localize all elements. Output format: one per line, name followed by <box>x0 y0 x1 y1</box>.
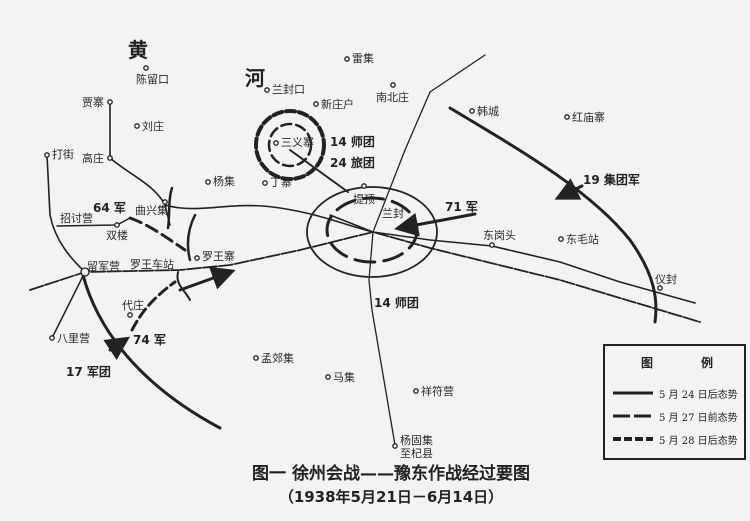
army74-arrow <box>178 266 236 292</box>
railway-line <box>29 231 701 323</box>
legend-title-left: 图 <box>641 356 654 370</box>
place-sanyizhai: 三义寨 <box>281 136 314 149</box>
place-yifeng: 仪封 <box>655 273 677 286</box>
place-xinzhuanghu: 新庄户 <box>321 98 354 111</box>
legend-label: 5 月 24 日后态势 <box>659 389 738 401</box>
place-qixian: 至杞县 <box>400 447 433 460</box>
legend-item-short-dash: 5 月 28 日后态势 <box>613 432 738 447</box>
road-dajie <box>46 154 86 273</box>
place-gaozhuang: 高庄 <box>82 152 104 165</box>
solid-line-swatch <box>613 391 653 395</box>
road-east <box>372 231 696 304</box>
sanyizhai-outer-ring <box>254 109 326 181</box>
place-donggangtou: 东岗头 <box>483 229 516 242</box>
place-hancheng: 韩城 <box>477 105 499 118</box>
place-baliying: 八里营 <box>57 332 90 345</box>
legend-item-solid: 5 月 24 日后态势 <box>613 386 738 401</box>
place-nanbeizhuang: 南北庄 <box>376 91 409 104</box>
lanfeng-ring <box>306 186 438 278</box>
corps17-front <box>81 273 222 430</box>
unit-group19: 19 集团军 <box>583 173 640 187</box>
unit-div14-south: 14 师团 <box>374 296 419 310</box>
place-luowangzhai: 罗王寨 <box>202 250 235 263</box>
place-mengjiaoji: 孟郊集 <box>261 352 294 365</box>
place-dajie: 打街 <box>52 148 74 161</box>
map-title: 图一 徐州会战——豫东作战经过要图 <box>252 464 530 484</box>
place-lanfeng: 兰封 <box>382 207 404 220</box>
unit-army74: 74 军 <box>133 333 166 347</box>
long-dash-swatch <box>613 414 653 418</box>
legend-title-right: 例 <box>701 356 714 370</box>
place-leiji: 雷集 <box>352 52 374 65</box>
place-maji: 马集 <box>333 371 355 384</box>
place-jiazhai: 贾寨 <box>82 96 104 109</box>
place-tiding: 提顶 <box>353 193 375 206</box>
unit-div14-north: 14 师团 <box>330 135 375 149</box>
short-dash-swatch <box>613 437 653 441</box>
place-chenliukou: 陈留口 <box>136 73 169 86</box>
unit-corps17: 17 军团 <box>66 365 111 379</box>
map-subtitle: （1938年5月21日－6月14日） <box>278 488 504 506</box>
legend-label: 5 月 27 日前态势 <box>659 412 738 424</box>
legend-label: 5 月 28 日后态势 <box>659 435 738 447</box>
army64-advance <box>128 216 187 252</box>
river-label-huang: 黄 <box>128 38 148 62</box>
river-label-he: 河 <box>245 66 265 90</box>
place-hongmiaozhai: 红庙寨 <box>572 111 605 124</box>
unit-brig24: 24 旅团 <box>330 156 375 170</box>
place-dingzhai: 丁寨 <box>270 176 292 189</box>
quxingji-hook <box>166 186 174 230</box>
luowang-station-hook <box>176 271 191 301</box>
sanyizhai-arrow <box>289 149 349 193</box>
luowang-hook <box>186 213 197 262</box>
road-west <box>164 204 374 233</box>
road-north-west <box>329 214 374 233</box>
place-quxingji: 曲兴集 <box>135 204 168 217</box>
place-xiangfuying: 祥符营 <box>421 385 454 398</box>
sanyizhai-inner-ring <box>267 122 313 168</box>
legend: 图 例 5 月 24 日后态势 5 月 27 日前态势 5 月 28 日后态势 <box>603 344 746 460</box>
place-liuzhuang: 刘庄 <box>142 120 164 133</box>
road-baliying <box>51 271 86 339</box>
place-dongmaozhan: 东毛站 <box>566 233 599 246</box>
place-shuanglou: 双楼 <box>106 229 128 242</box>
place-yanggujiji: 杨固集 <box>400 434 433 447</box>
place-lanfengkou: 兰封口 <box>272 83 305 96</box>
place-liujunying: 留军营 <box>87 260 120 273</box>
place-luowangchezhan: 罗王车站 <box>130 258 174 271</box>
corps17-arrow <box>103 336 130 360</box>
place-yangji: 杨集 <box>213 175 235 188</box>
unit-army64: 64 军 <box>93 201 126 215</box>
army71-arrow <box>394 212 477 237</box>
army74-advance <box>130 280 177 332</box>
legend-item-long-dash: 5 月 27 日前态势 <box>613 409 738 424</box>
group19-arrow <box>554 178 584 200</box>
unit-army71: 71 军 <box>445 200 478 214</box>
place-daizhuang: 代庄 <box>122 299 144 312</box>
group19-front <box>448 106 658 324</box>
place-zhaotaoying: 招讨营 <box>60 212 93 225</box>
